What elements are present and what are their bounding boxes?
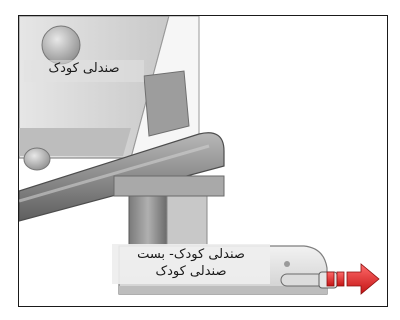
latch-label-line1: صندلی کودک- بست bbox=[112, 246, 270, 263]
latch-label-line2: صندلی کودک bbox=[112, 263, 270, 280]
arrow-right-icon bbox=[323, 262, 383, 296]
seat-label: صندلی کودک bbox=[24, 60, 144, 82]
latch-label: صندلی کودک- بست صندلی کودک bbox=[112, 244, 270, 284]
seat-knob-lower bbox=[24, 148, 50, 170]
seat-knob-upper bbox=[42, 26, 80, 64]
